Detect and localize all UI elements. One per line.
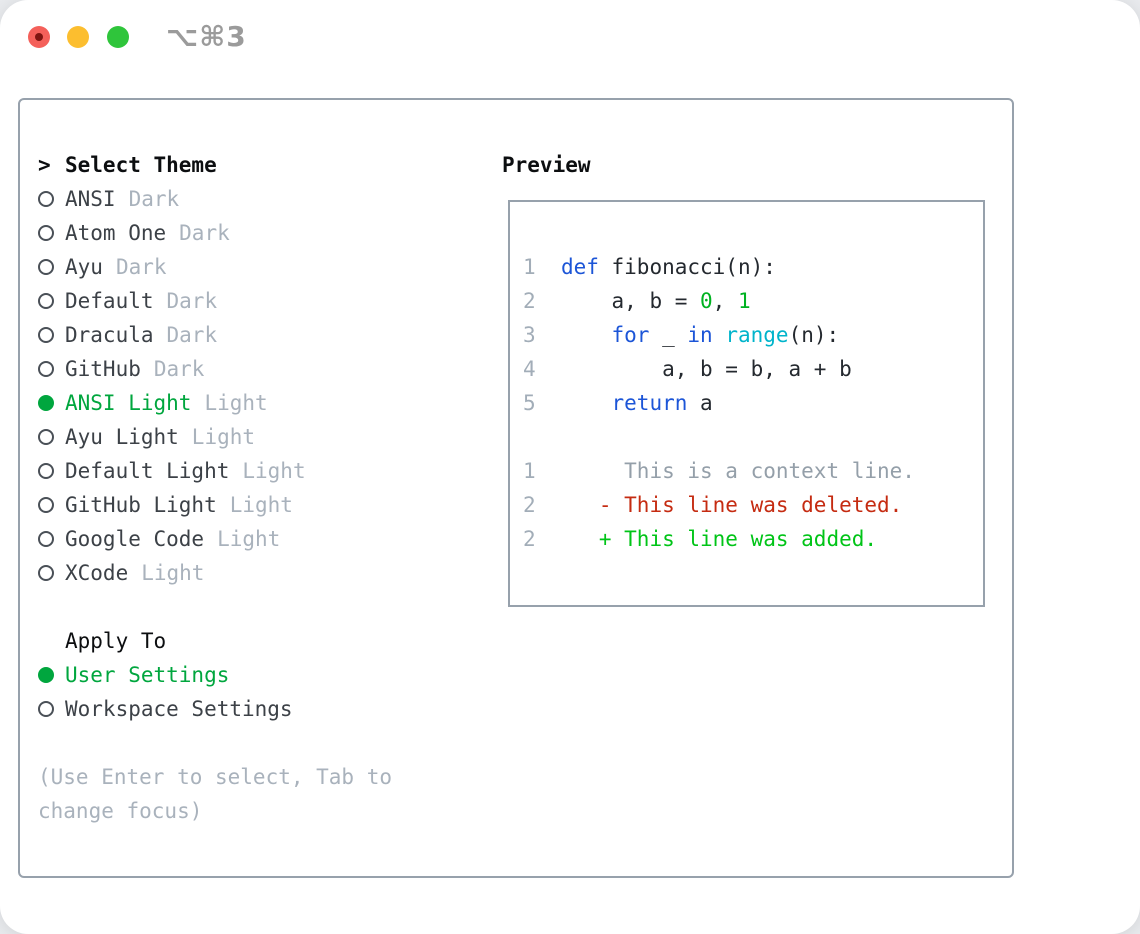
radio-icon bbox=[38, 293, 54, 309]
cursor-icon: > bbox=[38, 153, 51, 177]
code-line bbox=[523, 420, 983, 454]
titlebar: ⌥⌘3 bbox=[0, 0, 1140, 98]
theme-variant-badge: Dark bbox=[179, 221, 230, 245]
code-line: 5 return a bbox=[523, 391, 713, 415]
theme-name: XCode bbox=[65, 561, 129, 585]
apply-option-workspace-settings[interactable]: Workspace Settings bbox=[38, 692, 468, 726]
theme-variant-badge: Light bbox=[191, 425, 256, 449]
radio-icon bbox=[38, 327, 54, 343]
radio-selected-icon bbox=[38, 395, 54, 411]
theme-name: Default bbox=[65, 289, 154, 313]
apply-to-header: Apply To bbox=[38, 624, 468, 658]
theme-variant-badge: Light bbox=[141, 561, 205, 585]
theme-option-xcode[interactable]: XCode Light bbox=[38, 556, 468, 590]
code-line: 1 This is a context line. bbox=[523, 459, 915, 483]
theme-option-github-light[interactable]: GitHub Light Light bbox=[38, 488, 468, 522]
preview-title: Preview bbox=[502, 153, 591, 177]
radio-selected-icon bbox=[38, 667, 54, 683]
code-line: 1 def fibonacci(n): bbox=[523, 255, 776, 279]
window-title: ⌥⌘3 bbox=[166, 20, 247, 53]
code-line: 2 - This line was deleted. bbox=[523, 493, 903, 517]
help-text: (Use Enter to select, Tab to change focu… bbox=[38, 765, 393, 823]
theme-option-github[interactable]: GitHub Dark bbox=[38, 352, 468, 386]
theme-variant-badge: Dark bbox=[166, 289, 218, 313]
theme-option-default[interactable]: Default Dark bbox=[38, 284, 468, 318]
select-theme-title: Select Theme bbox=[65, 153, 217, 177]
theme-option-dracula[interactable]: Dracula Dark bbox=[38, 318, 468, 352]
theme-option-ansi[interactable]: ANSI Dark bbox=[38, 182, 468, 216]
theme-name: ANSI Light bbox=[65, 391, 192, 415]
theme-option-atom-one[interactable]: Atom One Dark bbox=[38, 216, 468, 250]
apply-to-title: Apply To bbox=[65, 629, 167, 653]
maximize-button[interactable] bbox=[107, 26, 129, 48]
apply-option-user-settings[interactable]: User Settings bbox=[38, 658, 468, 692]
theme-variant-badge: Dark bbox=[128, 187, 180, 211]
theme-option-google-code[interactable]: Google Code Light bbox=[38, 522, 468, 556]
theme-name: Dracula bbox=[65, 323, 154, 347]
apply-option-label: User Settings bbox=[65, 663, 230, 687]
theme-option-default-light[interactable]: Default Light Light bbox=[38, 454, 468, 488]
theme-option-ansi-light[interactable]: ANSI Light Light bbox=[38, 386, 468, 420]
radio-icon bbox=[38, 565, 54, 581]
theme-variant-badge: Light bbox=[204, 391, 268, 415]
code-line: 2 + This line was added. bbox=[523, 527, 878, 551]
code-line bbox=[523, 216, 983, 250]
radio-icon bbox=[38, 361, 54, 377]
select-theme-header: > Select Theme bbox=[38, 148, 468, 182]
theme-name: ANSI bbox=[65, 187, 116, 211]
radio-icon bbox=[38, 701, 54, 717]
theme-name: Default Light bbox=[65, 459, 230, 483]
radio-icon bbox=[38, 225, 54, 241]
radio-icon bbox=[38, 463, 54, 479]
theme-variant-badge: Dark bbox=[153, 357, 205, 381]
radio-icon bbox=[38, 429, 54, 445]
theme-variant-badge: Dark bbox=[166, 323, 218, 347]
theme-name: Atom One bbox=[65, 221, 167, 245]
apply-option-label: Workspace Settings bbox=[65, 697, 293, 721]
theme-name: GitHub bbox=[65, 357, 141, 381]
theme-option-ayu[interactable]: Ayu Dark bbox=[38, 250, 468, 284]
code-line: 2 a, b = 0, 1 bbox=[523, 289, 751, 313]
radio-icon bbox=[38, 497, 54, 513]
modified-indicator-dot bbox=[35, 33, 43, 41]
theme-name: Ayu bbox=[65, 255, 103, 279]
close-button[interactable] bbox=[28, 26, 50, 48]
preview-pane: 1 def fibonacci(n): 2 a, b = 0, 1 3 for _ … bbox=[508, 200, 985, 607]
code-line: 4 a, b = b, a + b bbox=[523, 357, 852, 381]
minimize-button[interactable] bbox=[67, 26, 89, 48]
theme-name: Google Code bbox=[65, 527, 205, 551]
code-line: 3 for _ in range(n): bbox=[523, 323, 840, 347]
theme-variant-badge: Light bbox=[217, 527, 281, 551]
theme-variant-badge: Light bbox=[242, 459, 306, 483]
radio-icon bbox=[38, 531, 54, 547]
preview-code: 1 def fibonacci(n): 2 a, b = 0, 1 3 for _ … bbox=[523, 216, 983, 556]
theme-variant-badge: Light bbox=[229, 493, 293, 517]
theme-name: GitHub Light bbox=[65, 493, 217, 517]
theme-variant-badge: Dark bbox=[115, 255, 167, 279]
theme-option-ayu-light[interactable]: Ayu Light Light bbox=[38, 420, 468, 454]
radio-icon bbox=[38, 191, 54, 207]
theme-name: Ayu Light bbox=[65, 425, 179, 449]
radio-icon bbox=[38, 259, 54, 275]
